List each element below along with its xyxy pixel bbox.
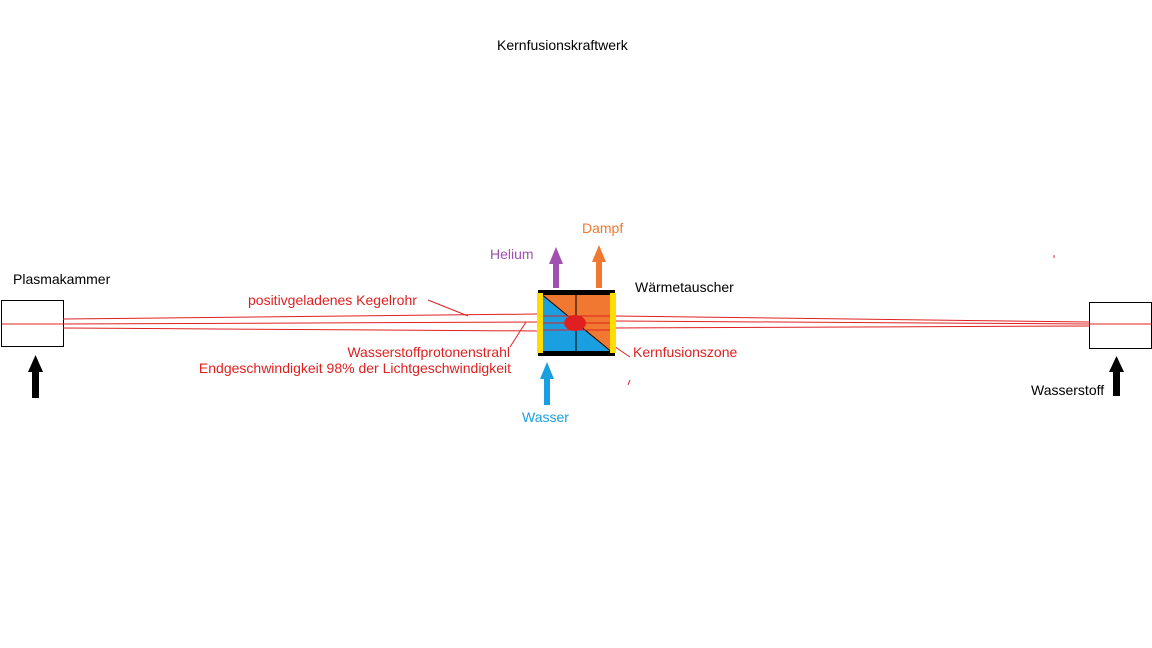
heat-exchanger [537,290,616,356]
fusion-zone-label: Kernfusionszone [633,344,738,360]
end-speed-label: Endgeschwindigkeit 98% der Lichtgeschwin… [198,360,511,376]
cone-tube-label: positivgeladenes Kegelrohr [248,292,417,308]
proton-beam-label: Wasserstoffprotonenstrahl [347,344,510,360]
helium-arrow-icon [549,247,563,288]
proton-beam-pointer [509,321,527,348]
hydrogen-label: Wasserstoff [1031,382,1105,398]
beam-line-right [613,320,1091,325]
cone-tube-line-top-right [613,315,1091,323]
water-arrow-icon [540,362,554,405]
heat-exchanger-label: Wärmetauscher [635,279,734,295]
helium-label: Helium [490,246,534,262]
plasma-input-arrow-icon [28,355,43,398]
cone-tube-line-bottom-right [613,325,1091,329]
plasma-chamber-label: Plasmakammer [13,271,111,287]
hydrogen-box [1089,302,1152,349]
water-label: Wasser [522,409,569,425]
beam-line-left [62,321,539,325]
hydrogen-input-arrow-icon [1109,356,1124,396]
diagram-title: Kernfusionskraftwerk [497,37,628,53]
stray-mark [627,379,631,386]
steam-label: Dampf [582,220,624,236]
fusion-core [564,315,586,331]
cone-tube-line-bottom-left [62,327,539,332]
cone-tube-pointer [427,299,469,317]
steam-arrow-icon [592,245,606,288]
cone-tube-line-top-left [62,313,539,320]
